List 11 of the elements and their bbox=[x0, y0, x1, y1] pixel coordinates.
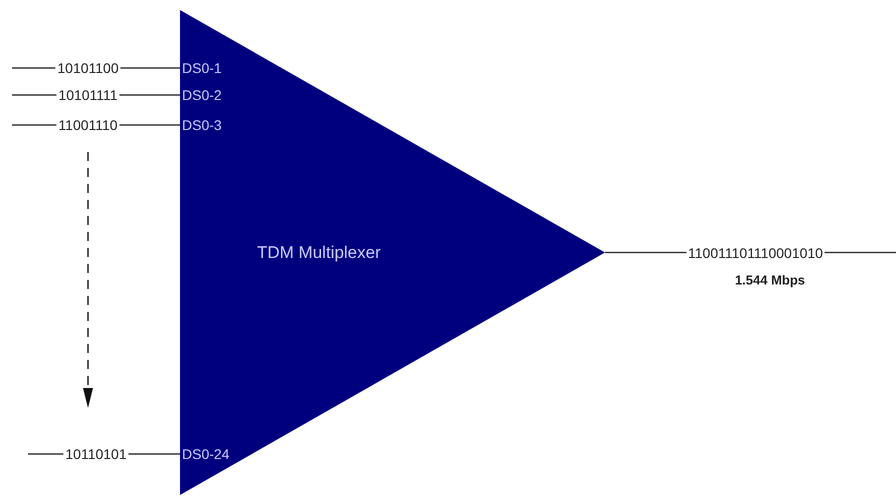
bit-pattern-label: 11001110 bbox=[56, 117, 120, 133]
multiplexer-label: TDM Multiplexer bbox=[257, 243, 381, 263]
multiplexer-triangle bbox=[180, 10, 605, 495]
channel-label: DS0-3 bbox=[180, 117, 224, 133]
channel-label: DS0-2 bbox=[180, 87, 224, 103]
bit-pattern-label: 10101111 bbox=[56, 87, 120, 103]
bit-pattern-label: 10101100 bbox=[55, 60, 121, 76]
channel-label: DS0-1 bbox=[180, 60, 224, 76]
bit-rate-label: 1.544 Mbps bbox=[734, 272, 806, 288]
bit-pattern-label: 10110101 bbox=[63, 446, 129, 462]
channel-label: DS0-24 bbox=[180, 446, 232, 462]
